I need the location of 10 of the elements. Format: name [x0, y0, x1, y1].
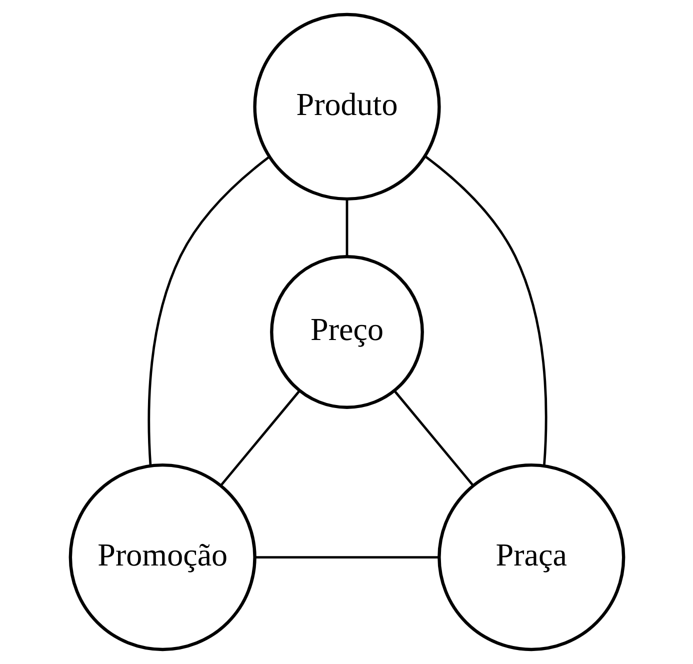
- connector: [254, 556, 439, 558]
- node-circle: Praça: [437, 463, 625, 652]
- connector: [424, 155, 547, 466]
- connector: [219, 390, 300, 486]
- connector: [393, 390, 474, 486]
- node-circle: Preço: [270, 255, 424, 409]
- connector: [345, 199, 348, 256]
- node-circle: Promoção: [68, 463, 256, 652]
- node-circle: Produto: [252, 12, 440, 201]
- connector: [147, 156, 270, 466]
